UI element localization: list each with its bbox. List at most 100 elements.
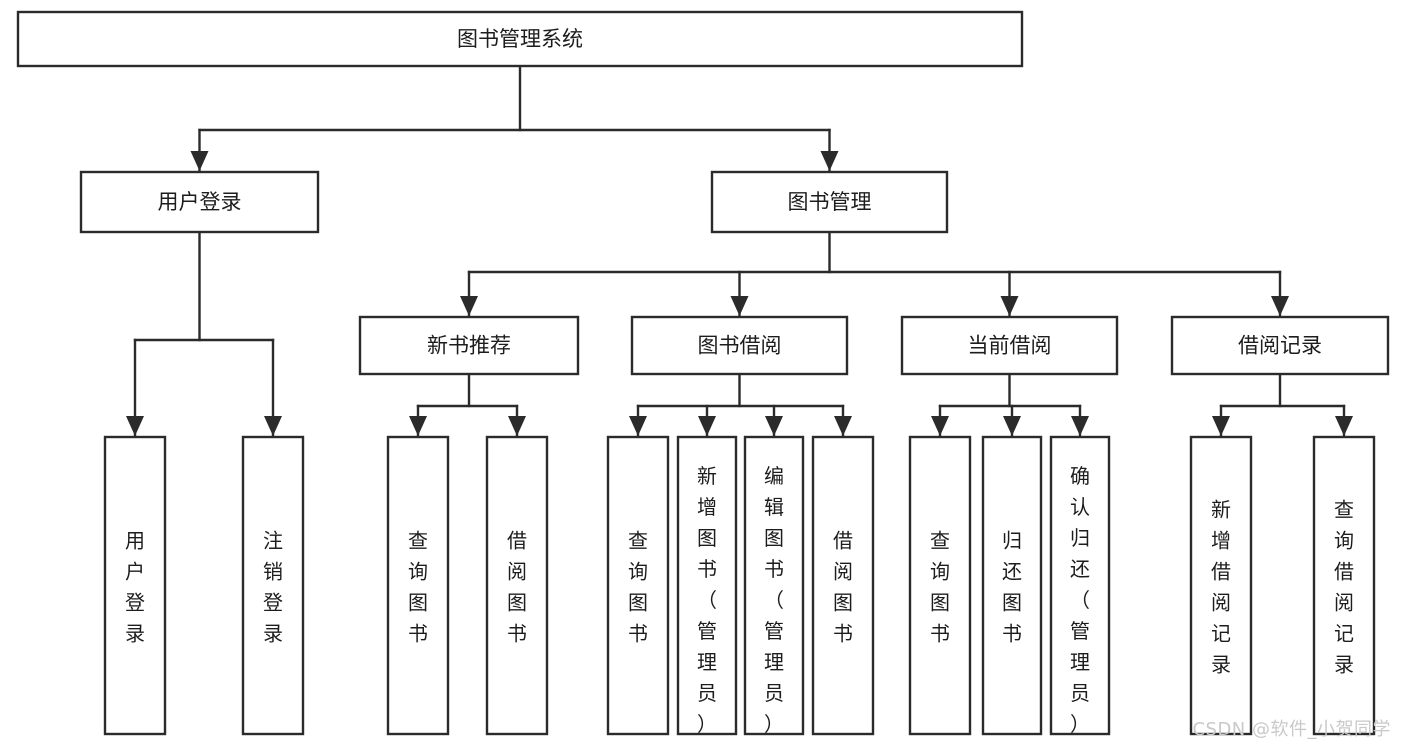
- svg-text:记: 记: [1334, 622, 1354, 646]
- leaf-box-leaf-add-book-admin[interactable]: [676, 435, 738, 736]
- csdn-watermark: CSDN @软件_小贺同学: [1192, 719, 1391, 740]
- svg-text:增: 增: [697, 495, 717, 519]
- leaf-box-leaf-borrow-book-2[interactable]: [811, 435, 875, 736]
- arrow-head-icon: [698, 416, 716, 436]
- node-label-book-manage: 图书管理: [788, 190, 872, 214]
- svg-text:借: 借: [1334, 560, 1354, 584]
- svg-text:归: 归: [1002, 529, 1022, 553]
- svg-text:员: 员: [764, 681, 784, 705]
- arrow-head-icon: [409, 416, 427, 436]
- svg-text:理: 理: [1070, 650, 1090, 674]
- svg-text:查: 查: [408, 529, 428, 553]
- svg-text:查: 查: [1334, 498, 1354, 522]
- svg-text:询: 询: [930, 560, 950, 584]
- connectors-layer: [126, 64, 1353, 438]
- svg-text:登: 登: [125, 591, 145, 615]
- svg-text:用: 用: [125, 529, 145, 553]
- arrow-head-icon: [264, 416, 282, 436]
- svg-text:管: 管: [697, 619, 717, 643]
- node-box-root[interactable]: [16, 10, 1024, 68]
- svg-text:理: 理: [697, 650, 717, 674]
- svg-text:）: ）: [697, 712, 717, 736]
- svg-text:书: 书: [764, 557, 784, 581]
- svg-text:（: （: [764, 588, 784, 612]
- svg-text:询: 询: [408, 560, 428, 584]
- leaf-box-leaf-query-book-1[interactable]: [386, 435, 450, 736]
- svg-text:销: 销: [263, 560, 283, 584]
- node-box-book-borrow[interactable]: [630, 315, 849, 376]
- svg-text:书: 书: [833, 622, 853, 646]
- leaf-box-leaf-query-borrow-record[interactable]: [1312, 435, 1376, 736]
- leaf-label-leaf-user-login: 用户登录: [125, 529, 145, 646]
- svg-text:图: 图: [833, 591, 853, 615]
- svg-text:认: 认: [1070, 495, 1090, 519]
- node-box-user-login[interactable]: [79, 170, 320, 234]
- leaf-box-leaf-edit-book-admin[interactable]: [743, 435, 805, 736]
- arrow-head-icon: [931, 416, 949, 436]
- svg-text:书: 书: [507, 622, 527, 646]
- svg-text:）: ）: [764, 712, 784, 736]
- leaf-box-leaf-confirm-return-admin[interactable]: [1049, 435, 1111, 736]
- svg-text:确: 确: [1070, 464, 1090, 488]
- arrow-head-icon: [190, 151, 209, 171]
- arrow-head-icon: [1271, 296, 1289, 316]
- node-box-borrow-record[interactable]: [1170, 315, 1390, 376]
- svg-text:注: 注: [263, 529, 283, 553]
- svg-text:图: 图: [507, 591, 527, 615]
- svg-text:书: 书: [408, 622, 428, 646]
- leaf-box-leaf-add-borrow-record[interactable]: [1189, 435, 1253, 736]
- svg-text:理: 理: [764, 650, 784, 674]
- svg-text:借: 借: [1211, 560, 1231, 584]
- arrow-head-icon: [1212, 416, 1230, 436]
- svg-text:阅: 阅: [1211, 591, 1231, 615]
- arrow-head-icon: [460, 296, 478, 316]
- leaf-box-leaf-logout-login[interactable]: [241, 435, 305, 736]
- svg-text:图: 图: [930, 591, 950, 615]
- svg-text:录: 录: [1211, 653, 1231, 677]
- leaf-box-leaf-return-book[interactable]: [981, 435, 1043, 736]
- arrow-head-icon: [1003, 416, 1021, 436]
- svg-text:图: 图: [764, 526, 784, 550]
- node-box-new-book-recommend[interactable]: [358, 315, 580, 376]
- leaf-box-leaf-query-book-3[interactable]: [908, 435, 972, 736]
- svg-text:书: 书: [930, 622, 950, 646]
- svg-text:管: 管: [1070, 619, 1090, 643]
- svg-text:户: 户: [125, 560, 145, 584]
- svg-text:员: 员: [1070, 681, 1090, 705]
- svg-text:还: 还: [1002, 560, 1022, 584]
- leaf-box-leaf-query-book-2[interactable]: [606, 435, 670, 736]
- leaf-box-leaf-user-login[interactable]: [103, 435, 167, 736]
- svg-text:（: （: [697, 588, 717, 612]
- svg-text:借: 借: [833, 529, 853, 553]
- leaf-box-leaf-borrow-book-1[interactable]: [485, 435, 549, 736]
- svg-text:图: 图: [697, 526, 717, 550]
- node-label-borrow-record: 借阅记录: [1238, 334, 1322, 358]
- node-label-current-borrow: 当前借阅: [968, 334, 1052, 358]
- svg-text:阅: 阅: [833, 560, 853, 584]
- node-box-current-borrow[interactable]: [900, 315, 1119, 376]
- svg-text:查: 查: [930, 529, 950, 553]
- svg-text:查: 查: [628, 529, 648, 553]
- node-label-book-borrow: 图书借阅: [698, 334, 782, 358]
- svg-text:员: 员: [697, 681, 717, 705]
- node-box-book-manage[interactable]: [710, 170, 949, 234]
- svg-text:登: 登: [263, 591, 283, 615]
- boxes-layer: [16, 10, 1390, 736]
- arrow-head-icon: [765, 416, 783, 436]
- arrow-head-icon: [126, 416, 144, 436]
- svg-text:询: 询: [628, 560, 648, 584]
- svg-text:归: 归: [1070, 526, 1090, 550]
- node-label-user-login: 用户登录: [158, 190, 242, 214]
- svg-text:图: 图: [628, 591, 648, 615]
